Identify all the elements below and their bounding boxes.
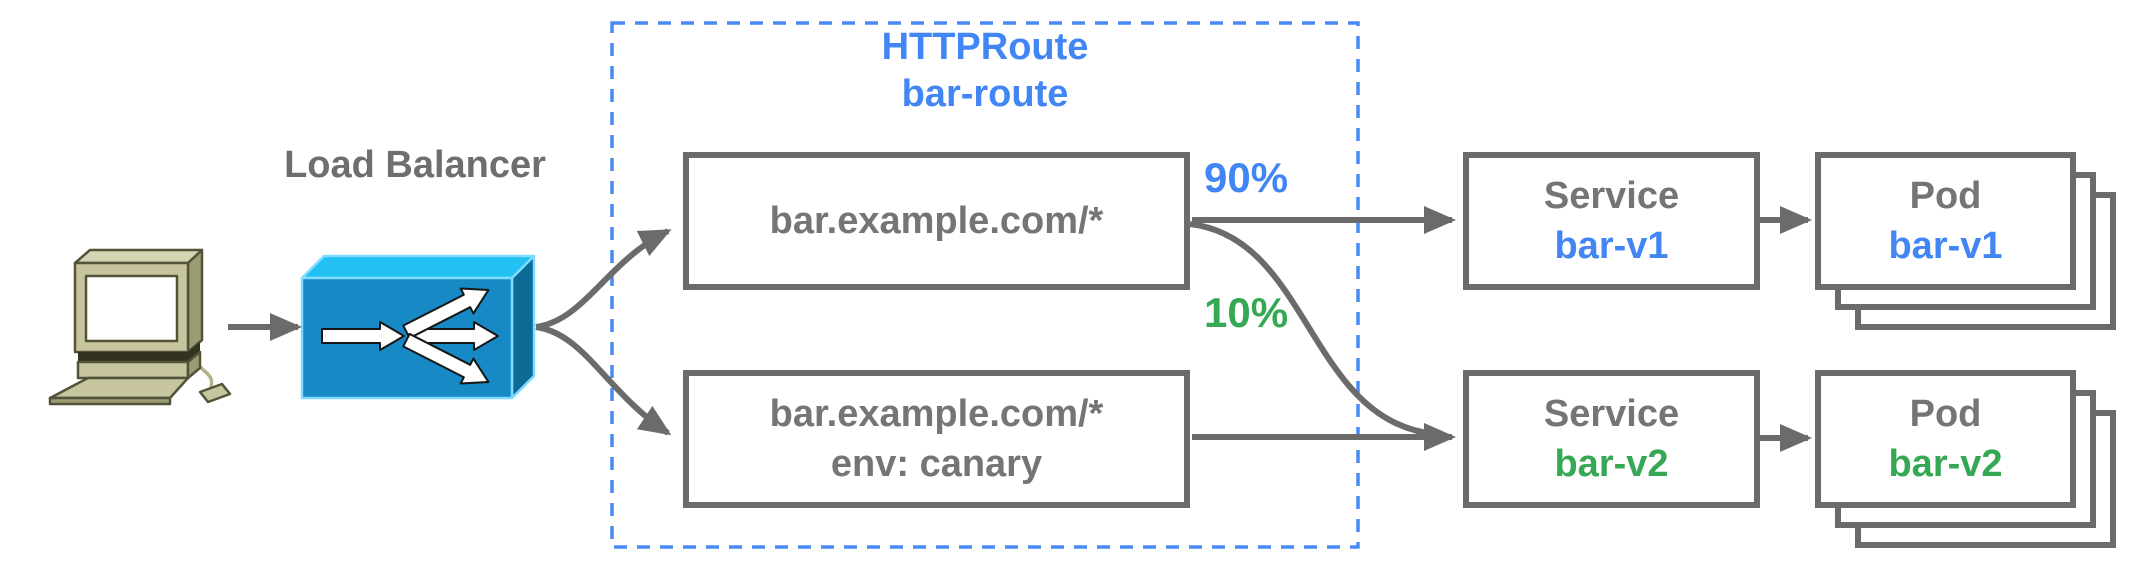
match-rule-box-2: bar.example.com/* env: canary	[683, 370, 1190, 508]
pod-kind: Pod	[1909, 393, 1982, 435]
lb-box-side-face	[510, 254, 536, 400]
pod-stack-bar-v2: Pod bar-v2	[1815, 370, 2116, 548]
traffic-weight-90: 90%	[1204, 154, 1289, 201]
service-kind: Service	[1543, 393, 1680, 435]
monitor-neck-side	[188, 342, 200, 362]
httproute-name: bar-route	[901, 73, 1069, 115]
keyboard-edge	[48, 396, 172, 406]
pod-box-bar-v1: Pod bar-v1	[1815, 152, 2076, 290]
service-box-bar-v2: Service bar-v2	[1463, 370, 1760, 508]
load-balancer-label: Load Balancer	[284, 144, 546, 186]
arrow-lb-to-rule1	[535, 228, 672, 330]
httproute-kind: HTTPRoute	[881, 26, 1089, 68]
arrow-lb-to-rule2	[535, 324, 672, 436]
pod-box-bar-v2: Pod bar-v2	[1815, 370, 2076, 508]
pod-name: bar-v1	[1888, 225, 2003, 267]
match-rule-host: bar.example.com/*	[769, 393, 1104, 435]
httproute-title: HTTPRoute bar-route	[612, 24, 1358, 118]
desktop-computer-icon	[48, 248, 232, 406]
traffic-weight-10: 10%	[1204, 289, 1289, 336]
computer-base	[76, 360, 190, 380]
computer-base-side	[186, 350, 202, 380]
service-name: bar-v1	[1554, 225, 1669, 267]
match-rule-box-1: bar.example.com/*	[683, 152, 1190, 290]
pod-kind: Pod	[1909, 175, 1982, 217]
arrow-rule1-to-service-v2-curve	[1189, 221, 1435, 437]
load-balancer-icon	[300, 254, 536, 400]
keyboard	[48, 376, 190, 400]
service-name: bar-v2	[1554, 443, 1669, 485]
match-rule-host: bar.example.com/*	[769, 200, 1104, 242]
httproute-dashed-boundary	[610, 21, 1360, 549]
monitor-neck	[78, 352, 188, 362]
lb-box-top-face	[300, 254, 536, 280]
monitor-top-face	[73, 248, 204, 265]
lb-fanout-arrows-icon	[321, 287, 499, 385]
flow-arrows	[228, 206, 1812, 452]
pod-stack-bar-v1: Pod bar-v1	[1815, 152, 2116, 330]
monitor-screen	[84, 274, 179, 343]
service-box-bar-v1: Service bar-v1	[1463, 152, 1760, 290]
pod-name: bar-v2	[1888, 443, 2003, 485]
mouse	[198, 382, 232, 404]
match-rule-header: env: canary	[830, 443, 1043, 485]
monitor-side-face	[186, 248, 204, 354]
service-kind: Service	[1543, 175, 1680, 217]
